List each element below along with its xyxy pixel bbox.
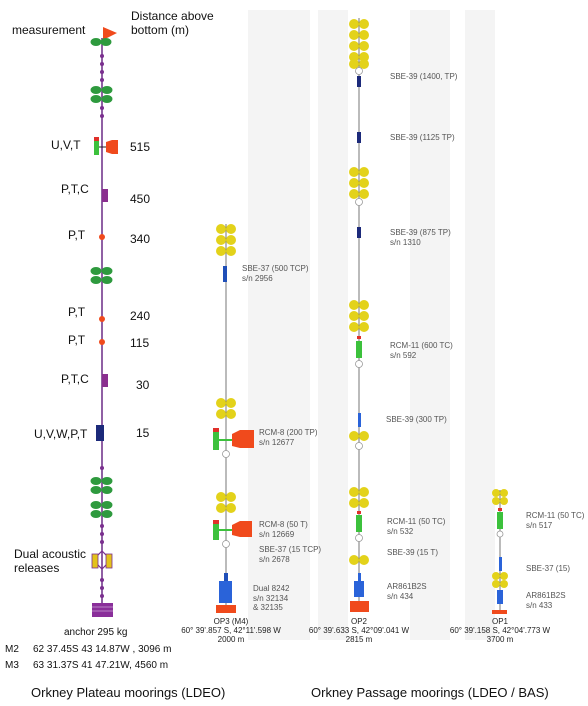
op2-float-cluster-3 xyxy=(349,300,369,332)
anchor-label: anchor 295 kg xyxy=(64,627,128,638)
plateau-instrument-450 xyxy=(102,189,108,202)
op2-release xyxy=(354,581,364,597)
op2-rcm11-50-cap xyxy=(357,511,361,514)
plateau-instrument-240 xyxy=(99,316,105,322)
plateau-top-float xyxy=(90,27,117,46)
mooring-m2-position: 62 37.45S 43 14.87W , 3096 m xyxy=(33,644,172,655)
plateau-current-meter-515 xyxy=(94,137,118,155)
op3-float-cluster-low xyxy=(216,492,236,513)
op2-sbe39-15 xyxy=(358,573,361,587)
op2-label: SBE-39 (1125 TP) xyxy=(390,133,455,142)
op2-sbe39-1125 xyxy=(357,132,361,143)
op1-sbe37-15 xyxy=(499,557,502,571)
op1-float-cluster-top xyxy=(492,489,508,505)
mooring-m3-name: M3 xyxy=(5,660,19,671)
op1-anchor xyxy=(492,610,507,614)
distance-header: Distance above bottom (m) xyxy=(131,9,214,37)
instrument-measure: U,V,T xyxy=(51,138,81,152)
op3-dual-release xyxy=(219,581,232,603)
op1-swivel xyxy=(496,530,504,538)
op2-sbe39-1400 xyxy=(357,76,361,87)
op3-sbe37-15 xyxy=(224,573,228,588)
mooring-m3-position: 63 31.37S 41 47.21W, 4560 m xyxy=(33,660,169,671)
op2-swivel-2 xyxy=(355,198,363,206)
flag-icon xyxy=(103,27,117,40)
op2-anchor xyxy=(350,601,369,612)
instrument-distance: 115 xyxy=(130,336,150,350)
op3-label: SBE-37 (500 TCP)s/n 2956 xyxy=(242,264,309,283)
op1-rcm11-50 xyxy=(497,512,503,529)
passage-title: Orkney Passage moorings (LDEO / BAS) xyxy=(311,685,549,700)
plateau-anchor xyxy=(92,603,113,617)
op2-float-cluster-2 xyxy=(349,167,369,199)
instrument-measure: P,T xyxy=(68,333,86,347)
instrument-measure: P,T xyxy=(68,305,86,319)
background-columns xyxy=(248,10,495,640)
op2-sbe39-875 xyxy=(357,227,361,238)
plateau-title: Orkney Plateau moorings (LDEO) xyxy=(31,685,226,700)
plateau-float-cluster-3 xyxy=(90,477,113,518)
op3-label: SBE-37 (15 TCP)s/n 2678 xyxy=(259,545,322,564)
op3-label: RCM-8 (50 T)s/n 12669 xyxy=(259,520,308,539)
op3-sbe37-500 xyxy=(223,266,227,282)
op3-float-cluster-top xyxy=(216,224,236,256)
op2-float-cluster-6 xyxy=(349,555,369,565)
op2-rcm11-50 xyxy=(356,515,362,532)
op3-float-cluster-mid xyxy=(216,398,236,419)
op1-release xyxy=(497,590,503,604)
op2-swivel-1 xyxy=(355,67,363,75)
instrument-distance: 30 xyxy=(136,378,150,392)
plateau-instrument-115 xyxy=(99,339,105,345)
op2-label: SBE-39 (875 TP)s/n 1310 xyxy=(390,228,451,247)
op2-swivel-3 xyxy=(355,360,363,368)
op2-float-cluster-top xyxy=(349,19,369,69)
op2-label: RCM-11 (600 TC)s/n 592 xyxy=(390,341,453,360)
instrument-distance: 240 xyxy=(130,309,151,323)
measurement-header: measurement xyxy=(12,23,86,37)
op3-label: RCM-8 (200 TP)s/n 12677 xyxy=(259,428,318,447)
op2-swivel-5 xyxy=(355,534,363,542)
mooring-m2-name: M2 xyxy=(5,644,19,655)
op2-sbe39-300 xyxy=(358,413,361,427)
releases-label: Dual acoustic releases xyxy=(14,547,87,575)
plateau-acoustic-releases xyxy=(91,550,113,570)
op1-label: SBE-37 (15) xyxy=(526,564,571,573)
instrument-measure: U,V,W,P,T xyxy=(34,427,88,441)
op2-label: SBE-39 (1400, TP) xyxy=(390,72,458,81)
instrument-measure: P,T,C xyxy=(61,182,89,196)
op2-label: SBE-39 (300 TP) xyxy=(386,415,447,424)
plateau-float-cluster-2 xyxy=(90,267,113,284)
op2-label: SBE-39 (15 T) xyxy=(387,548,438,557)
instrument-measure: P,T,C xyxy=(61,372,89,386)
instrument-distance: 515 xyxy=(130,140,151,154)
plateau-instrument-30 xyxy=(102,374,108,387)
op1-float-cluster-low xyxy=(492,572,508,588)
plateau-chain-links xyxy=(100,54,104,598)
plateau-float-cluster-1 xyxy=(90,86,113,103)
instrument-distance: 15 xyxy=(136,426,150,440)
op1-label: RCM-11 (50 TC)s/n 517 xyxy=(526,511,585,530)
op1-rcm11-cap xyxy=(498,508,502,511)
op2-label: RCM-11 (50 TC)s/n 532 xyxy=(387,517,446,536)
instrument-measure: P,T xyxy=(68,228,86,242)
plateau-instrument-340 xyxy=(99,234,105,240)
instrument-distance: 450 xyxy=(130,192,151,206)
op2-float-cluster-5 xyxy=(349,487,369,508)
op3-rcm8-50 xyxy=(213,520,252,548)
op3-anchor xyxy=(216,605,236,613)
op2-swivel-4 xyxy=(355,442,363,450)
plateau-instrument-15 xyxy=(96,425,104,441)
op2-float-cluster-4 xyxy=(349,431,369,441)
op2-rcm11-600-cap xyxy=(357,336,361,339)
instrument-distance: 340 xyxy=(130,232,151,246)
op3-rcm8-200 xyxy=(213,428,254,458)
op2-rcm11-600 xyxy=(356,341,362,358)
